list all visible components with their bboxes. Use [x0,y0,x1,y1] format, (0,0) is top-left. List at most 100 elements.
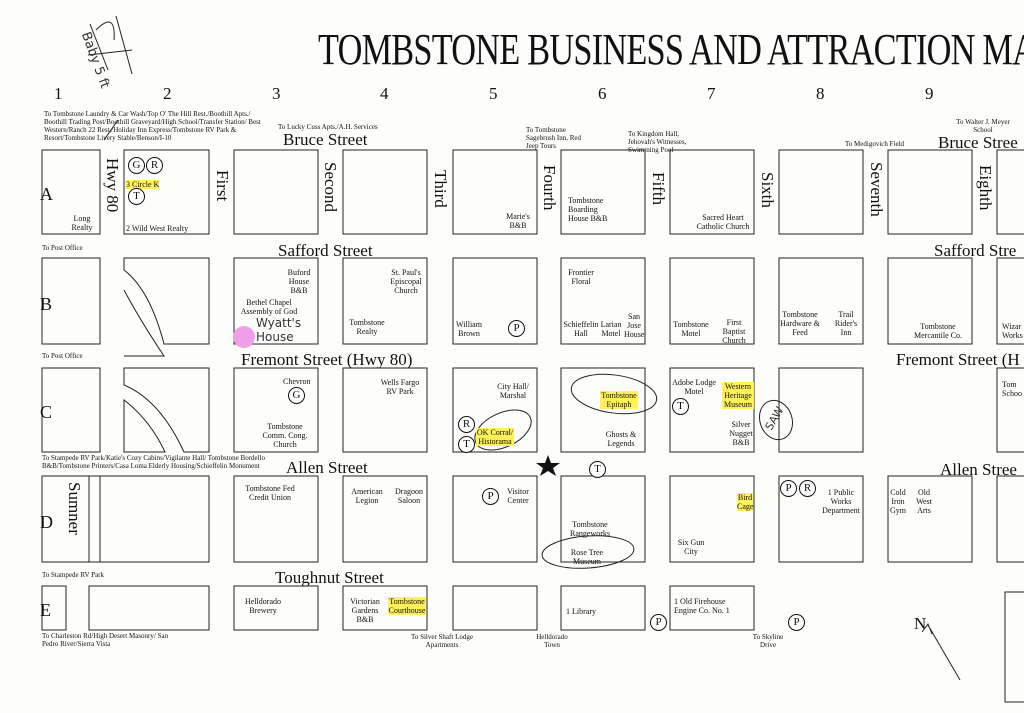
city-hall-marshal: City Hall/ Marshal [497,382,529,400]
parking-icon: P [650,614,667,631]
trail-riders-inn: Trail Rider's Inn [834,310,858,337]
visitor-center: Visitor Center [507,487,529,505]
toughnut-street-label: Toughnut Street [275,568,384,587]
american-legion: American Legion [351,487,383,505]
old-west-arts: Old West Arts [916,488,932,515]
second-street-label: Second [321,162,340,213]
fremont-street-right-label: Fremont Street (H [896,350,1020,369]
first-baptist-church: First Baptist Church [722,318,746,345]
bruce-street-right-label: Bruce Stree [938,133,1018,152]
school-right: Tom Schoo [1002,380,1022,398]
telephone-icon: T [589,461,606,478]
eighth-street-label: Eighth [976,165,995,211]
block-B4 [342,257,428,345]
fifth-street-label: Fifth [649,172,668,206]
block-B6 [560,257,646,345]
restroom-icon: R [146,157,163,174]
allen-street-label: Allen Street [286,458,368,477]
victorian-gardens: Victorian Gardens B&B [350,597,380,624]
note-helldorado-town: Helldorado Town [536,633,568,649]
larian-motel: Larian Motel [600,320,622,338]
note-medigovich: To Medigovich Field [845,140,905,148]
third-street-label: Third [431,170,450,208]
note-stampede-short: To Stampede RV Park [42,571,105,579]
map-title: TOMBSTONE BUSINESS AND ATTRACTION MAP [318,25,1024,74]
block-D9 [887,475,973,563]
tombstone-realty: Tombstone Realty [349,318,385,336]
north-label: N [914,614,927,633]
block-D10 [996,475,1024,563]
note-post-office-2: To Post Office [42,352,83,360]
block-C2 [123,367,210,453]
row-A: A [40,184,53,204]
block-E5 [452,585,538,631]
block-C5 [452,367,538,453]
block-A7 [669,149,755,235]
wells-fargo-rv-park: Wells Fargo RV Park [380,378,420,396]
block-D7 [669,475,755,563]
block-A4 [342,149,428,235]
pink-dot [233,326,255,348]
first-street-label: First [213,170,232,202]
block-D8 [778,475,864,563]
tombstone-hardware: Tombstone Hardware & Feed [780,310,820,337]
note-charleston: To Charleston Rd/High Desert Masonry/ Sa… [42,632,169,648]
block-E2 [88,585,210,631]
block-B2 [123,257,210,345]
note-silver-shaft: To Silver Shaft Lodge Apartments [411,633,473,649]
north-arrow [921,622,961,681]
col-8: 8 [816,84,825,103]
block-B8 [778,257,864,345]
col-6: 6 [598,84,607,103]
block-A2 [123,149,210,235]
saw-circle [758,399,794,441]
block-D5 [452,475,538,563]
block-A8 [778,149,864,235]
bird-cage: Bird Cage [737,493,754,511]
seventh-street-label: Seventh [867,162,886,217]
silver-nugget-bb: Silver Nugget B&B [729,420,753,447]
note-skyline: To Skyline Drive [752,633,784,649]
tombstone-rangeworks: Tombstone Rangeworks [570,520,610,538]
western-heritage-museum: Western Heritage Museum [722,382,754,409]
tombstone-fed-credit-union: Tombstone Fed Credit Union [245,484,295,502]
helldorado-brewery: Helldorado Brewery [245,597,281,615]
st-pauls-church: St. Paul's Episcopal Church [390,268,422,295]
note-meyer-school: To Walter J. Meyer School [956,118,1010,134]
adobe-lodge-motel: Adobe Lodge Motel [672,378,716,396]
note-lucky-cuss: To Lucky Cuss Apts./A.H. Services [278,123,378,131]
row-B: B [40,294,53,314]
col-1: 1 [54,84,63,103]
six-gun-city: Six Gun City [677,538,705,556]
block-B7 [669,257,755,345]
epitaph-circle [570,373,658,415]
block-C8 [778,367,864,453]
rose-tree-museum: Rose Tree Museum [570,548,604,566]
col-3: 3 [272,84,281,103]
old-firehouse: 1 Old Firehouse Engine Co. No. 1 [674,597,730,615]
parking-icon: P [482,488,499,505]
block-C3 [233,367,319,453]
block-A5 [452,149,538,235]
wizard-works: Wizar Works [1002,322,1023,340]
row-D: D [40,512,53,532]
col-7: 7 [707,84,716,103]
block-E1 [41,585,67,631]
note-post-office-1: To Post Office [42,244,83,252]
block-C6 [560,367,646,453]
chevron: Chevron [283,377,311,386]
allen-street-right-label: Allen Stree [940,460,1017,479]
sixth-street-label: Sixth [758,172,777,208]
san-jose-house: San Jose House [624,312,645,339]
safford-street-right-label: Safford Stre [934,241,1017,260]
col-4: 4 [380,84,389,103]
note-kingdom-hall: To Kingdom Hall, Jehovah's Witnesses, Sw… [628,130,687,154]
schieffelin-hall: Schieffelin Hall [563,320,599,338]
note-top-left: To Tombstone Laundry & Car Wash/Top O' T… [44,110,261,142]
row-E: E [40,600,51,620]
sumner-street-label: Sumner [65,482,84,535]
cold-iron-gym: Cold Iron Gym [890,488,906,515]
parking-icon: P [508,320,525,337]
block-C7 [669,367,755,453]
